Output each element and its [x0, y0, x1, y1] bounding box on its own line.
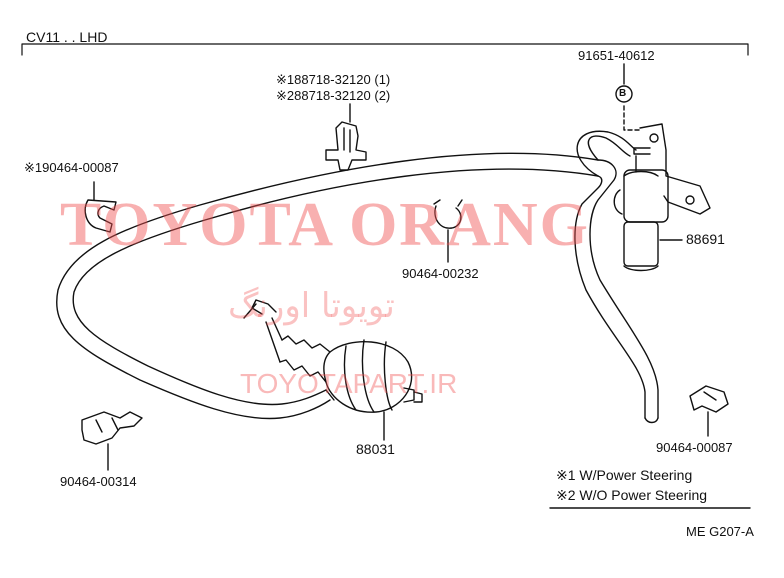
legend-text-2: W/O Power Steering	[579, 487, 708, 503]
watermark-brand-fa: تویوتا اورنگ	[228, 286, 395, 326]
legend-mark-2: ※2	[556, 487, 576, 503]
part-label-clip-right[interactable]: 90464-00087	[656, 440, 733, 455]
clip-right	[689, 385, 729, 437]
model-header: CV11 . . LHD	[26, 29, 108, 45]
header-bracket-line	[21, 43, 749, 56]
watermark-brand: TOYOTA ORANG	[60, 191, 590, 259]
legend-item-2: ※2 W/O Power Steering	[556, 488, 707, 503]
part-label-bracket-2[interactable]: ※288718-32120 (2)	[276, 88, 391, 103]
hose-clamp	[81, 411, 143, 471]
legend-item-1: ※1 W/Power Steering	[556, 468, 692, 483]
part-label-clamp-mid[interactable]: 90464-00232	[402, 266, 479, 281]
part-label-vsv[interactable]: 88691	[686, 231, 725, 247]
part-label-hose-clamp[interactable]: 90464-00314	[60, 474, 137, 489]
part-label-bracket-1[interactable]: ※188718-32120 (1)	[276, 72, 391, 87]
legend-mark-1: ※1	[556, 467, 576, 483]
callout-b-circle	[615, 85, 633, 103]
bracket-88718	[325, 103, 367, 171]
part-label-actuator[interactable]: 88031	[356, 441, 395, 457]
vsv-assembly	[613, 123, 711, 272]
part-label-clip-left[interactable]: ※190464-00087	[24, 160, 119, 175]
legend-text-1: W/Power Steering	[579, 467, 693, 483]
vacuum-hose	[56, 130, 659, 424]
bolt-leader	[623, 105, 641, 131]
figure-code: ME G207-A	[686, 524, 754, 539]
actuator-88031	[243, 299, 423, 441]
callout-b-label: B	[619, 88, 627, 99]
part-label-vsv-bolt[interactable]: 91651-40612	[578, 48, 655, 63]
clip-left	[84, 181, 117, 233]
watermark-url: TOYOTAPART.IR	[240, 368, 458, 399]
clamp-mid	[433, 199, 463, 263]
